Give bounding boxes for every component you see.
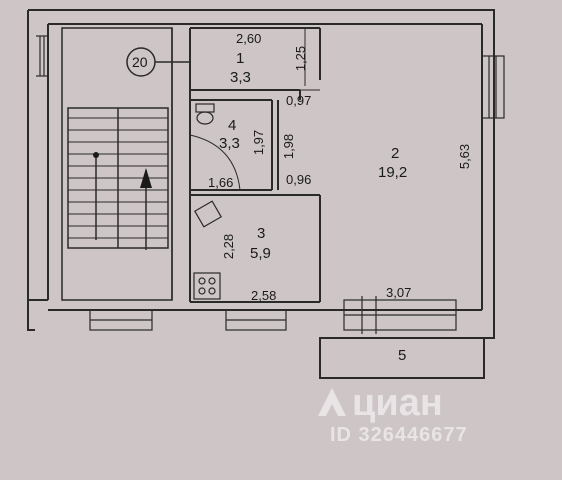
dim-room2-height: 5,63 [457,143,473,170]
room-5-number: 5 [398,347,407,364]
right-window [481,55,505,119]
dimension-lines [300,28,320,91]
dim-corridor-top: 0,97 [286,93,312,108]
room-3-number: 3 [257,225,266,242]
dim-room1-width: 2,60 [236,31,262,46]
bottom-windows [89,296,457,334]
room-1-number: 1 [236,50,245,67]
interior-walls [189,27,321,303]
stove-icon [193,272,221,300]
room-2-number: 2 [391,145,400,162]
dim-room3-width: 2,58 [251,288,277,303]
dim-corridor-height: 1,98 [281,133,297,160]
stair-arrow-icon [140,168,152,188]
dim-room1-height: 1,25 [293,45,309,72]
stair-number: 20 [132,54,148,70]
watermark-id: ID 326446677 [330,424,468,446]
stairwell [61,27,190,301]
room-4-number: 4 [228,117,237,134]
watermark-brand: циан [352,382,443,424]
room-2-area: 19,2 [378,164,408,181]
stair-dot [93,152,99,158]
dim-room3-height: 2,28 [221,233,237,260]
left-window [36,35,48,77]
sink-icon [194,200,222,228]
door-swings [189,134,241,191]
dim-corridor-bottom: 0,96 [286,172,312,187]
toilet-icon [195,103,215,125]
room-3-area: 5,9 [250,245,271,262]
room-1-area: 3,3 [230,69,251,86]
cian-logo-icon [318,388,346,416]
dim-room2-width: 3,07 [386,285,412,300]
room-4-area: 3,3 [219,135,240,152]
dim-room4-height: 1,97 [251,129,267,156]
dim-room4-width: 1,66 [208,175,234,190]
stair-number-circle [126,47,156,77]
